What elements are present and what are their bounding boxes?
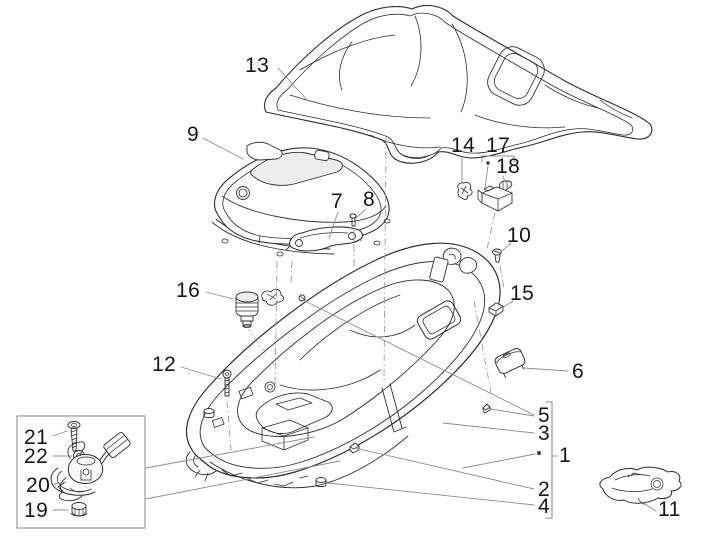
axis-pad-6: [473, 300, 493, 399]
latch-20-part: [50, 432, 131, 502]
nut-bottom: [315, 477, 327, 487]
construction-lines: [83, 136, 505, 499]
callout-4: 4: [538, 495, 550, 518]
leader-17-dot: [486, 161, 490, 165]
callout-11: 11: [658, 498, 681, 521]
bracket-11-part: [599, 466, 682, 505]
inset-box-border: [16, 415, 146, 529]
group-bracket-1: [545, 401, 558, 519]
callout-3: 3: [538, 422, 550, 445]
leader-9: [202, 137, 244, 160]
clip-15-part: [488, 302, 504, 317]
bracket-17-part: [477, 185, 513, 212]
callout-15: 15: [510, 282, 534, 305]
axis-bracket-17: [486, 212, 496, 250]
lid-part: [211, 141, 391, 257]
axis-lid-b: [290, 260, 293, 285]
leader-13: [277, 67, 309, 102]
callout-21: 21: [24, 426, 48, 449]
leader-5-short: [490, 408, 535, 417]
nut-19-part: [70, 502, 88, 517]
callout-22: 22: [24, 445, 48, 468]
axis-lid-a: [274, 260, 278, 388]
leader-15: [501, 300, 514, 309]
screw-21-part: [67, 421, 81, 452]
leader-5-long: [304, 300, 535, 416]
leader-12: [180, 366, 222, 380]
leader-2: [354, 447, 535, 490]
group-bracket-17: [481, 155, 515, 163]
callout-labels: 13 9 7 8 14 17 18 10 15 16 12 6 5 3 1 2 …: [24, 54, 681, 522]
inset-link-lower: [145, 460, 341, 500]
leader-1: [462, 453, 536, 469]
leader-1-dot: [537, 451, 541, 455]
callout-16: 16: [176, 279, 200, 302]
callout-1: 1: [559, 444, 571, 467]
axis-seat: [383, 136, 387, 381]
leader-17: [484, 165, 489, 189]
leader-18: [502, 175, 506, 183]
callout-18: 18: [496, 155, 520, 178]
callout-17: 17: [486, 134, 510, 157]
seat-part: [263, 4, 653, 164]
main-body-part: [185, 242, 501, 489]
rim-screw-small: [298, 294, 306, 302]
callout-14: 14: [451, 134, 475, 157]
inset-kit-box: [16, 415, 146, 529]
leader-lines: [52, 67, 657, 519]
callout-12: 12: [152, 353, 176, 376]
clip-14-part: [457, 182, 473, 200]
leader-16: [205, 291, 234, 300]
hinge-bracket-part: [285, 226, 364, 252]
callout-7: 7: [331, 190, 343, 213]
screw-10-part: [492, 248, 502, 263]
leader-8: [355, 208, 367, 219]
leader-3: [442, 422, 535, 434]
pad-6-part: [494, 348, 526, 378]
clip-5-part: [482, 403, 491, 414]
axis-valve-16: [248, 329, 267, 356]
callout-20: 20: [26, 474, 50, 497]
axis-screw-12: [226, 400, 232, 451]
callout-6: 6: [572, 360, 584, 383]
callout-9: 9: [187, 123, 199, 146]
leader-20: [53, 481, 67, 485]
clip-bottom: [349, 442, 360, 454]
leader-7: [328, 211, 339, 239]
callout-8: 8: [363, 188, 375, 211]
nut-left: [203, 408, 215, 418]
leader-6: [523, 367, 569, 372]
leader-10: [500, 242, 512, 253]
callout-19: 19: [24, 499, 48, 522]
screw-8-part: [349, 213, 357, 227]
callout-10: 10: [507, 224, 531, 247]
callout-5: 5: [538, 404, 550, 427]
callout-2: 2: [538, 478, 550, 501]
valve-16-part: [235, 288, 284, 328]
screw-12-part: [222, 369, 232, 397]
leader-11: [644, 503, 657, 512]
axis-screw-10: [499, 265, 505, 290]
leader-21: [52, 430, 68, 437]
leader-4: [327, 482, 535, 506]
inset-link-upper: [145, 436, 315, 469]
parts-layer: [16, 4, 682, 529]
callout-13: 13: [245, 54, 269, 77]
axis-latch-20: [83, 485, 87, 499]
